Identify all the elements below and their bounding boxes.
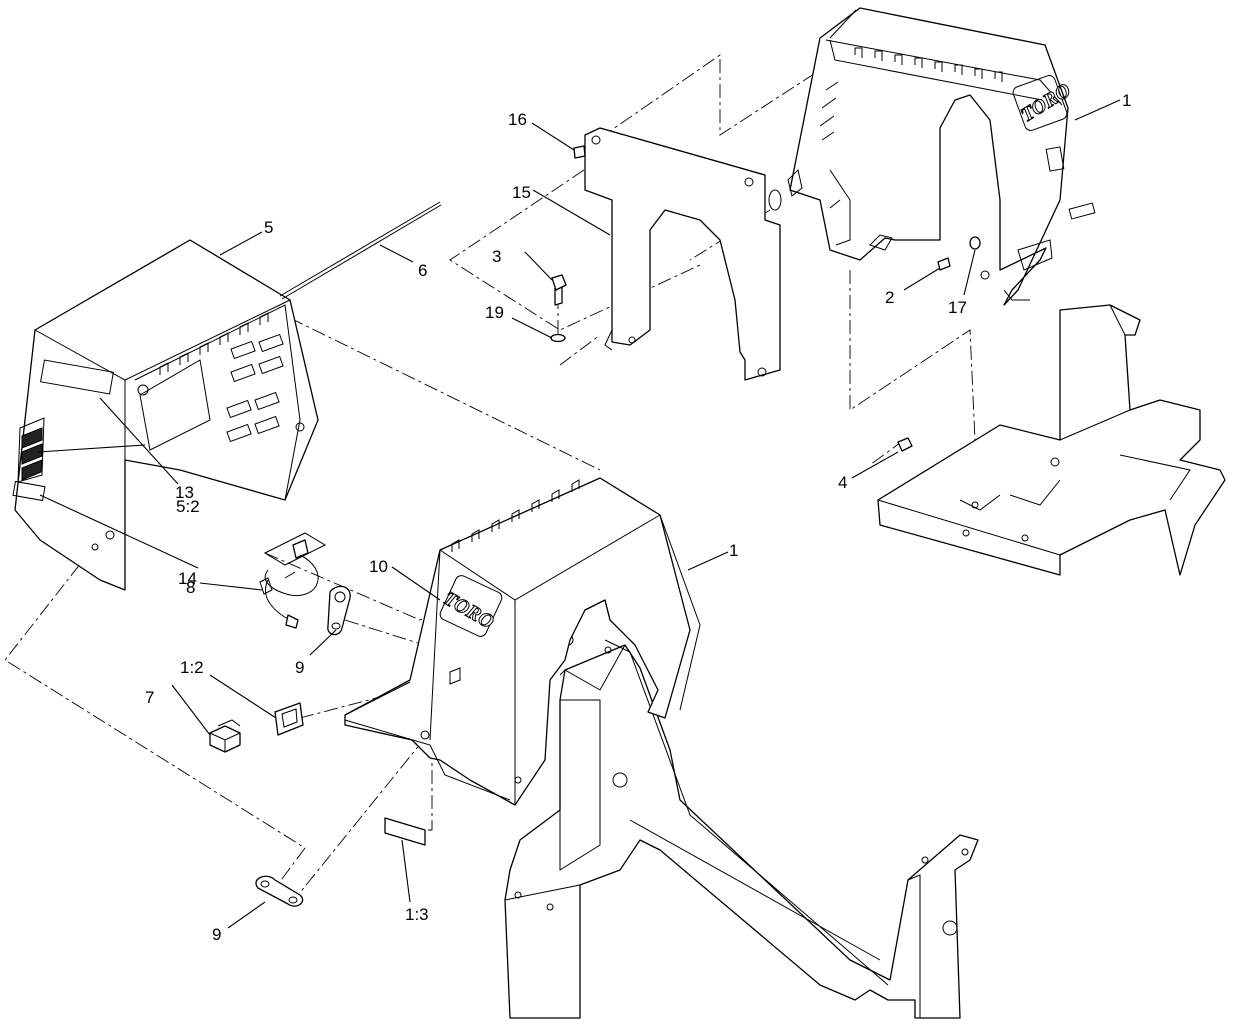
callout-17: 17 (948, 298, 967, 317)
housing-vent-slots-lower (451, 479, 580, 552)
callout-2: 2 (885, 288, 894, 307)
part-16-screw (573, 145, 586, 159)
callout-14: 14 (178, 569, 197, 588)
callout-1-lower: 1 (729, 541, 738, 560)
callout-13: 13 (175, 483, 194, 502)
decal-5-2 (17, 417, 45, 483)
callout-9-lower: 9 (212, 925, 221, 944)
housing-vent-slots (854, 47, 1003, 82)
decal-13-label (40, 359, 114, 395)
part-2-screw (937, 257, 951, 271)
callout-6: 6 (418, 261, 427, 280)
callout-5: 5 (264, 218, 273, 237)
hardware-items (550, 145, 981, 452)
part-7-switch (209, 719, 241, 753)
cover-vent-slots (159, 312, 269, 375)
part-5-cover (12, 239, 319, 591)
frame-upper-right (877, 304, 1226, 576)
part-19-washer (550, 333, 566, 343)
part-1-upper-housing: TORO (787, 7, 1096, 306)
callout-1-3: 1:3 (405, 905, 429, 924)
callout-labels: 1 1 2 3 4 5 5:2 6 7 8 9 9 10 1:2 1:3 13 … (145, 91, 1131, 944)
callout-8: 8 (186, 578, 195, 597)
callout-19: 19 (485, 303, 504, 322)
callout-15: 15 (512, 183, 531, 202)
part-1-3-decal (384, 817, 426, 846)
part-15-bracket (584, 127, 782, 381)
part-3-bolt (551, 274, 567, 306)
callout-1-2: 1:2 (180, 658, 204, 677)
part-9-seal-upper (327, 585, 351, 636)
part-9-seal-lower (255, 875, 304, 907)
callout-10: 10 (369, 557, 388, 576)
decal-14-label (12, 480, 46, 502)
part-8-wire-harness (259, 532, 327, 629)
part-1-2-bezel (274, 702, 304, 736)
leader-lines (37, 99, 1121, 929)
part-1-lower-housing: TORO (344, 477, 701, 806)
callout-16: 16 (508, 110, 527, 129)
callout-7: 7 (145, 688, 154, 707)
part-17-washer (969, 236, 981, 250)
callout-1-upper: 1 (1122, 91, 1131, 110)
callout-3: 3 (492, 247, 501, 266)
frame-lower (504, 634, 979, 1019)
part-6-rod (279, 201, 442, 300)
callout-9-upper: 9 (295, 658, 304, 677)
callout-4: 4 (838, 473, 847, 492)
part-4-nut (897, 437, 913, 452)
callout-5-2: 5:2 (176, 497, 200, 516)
